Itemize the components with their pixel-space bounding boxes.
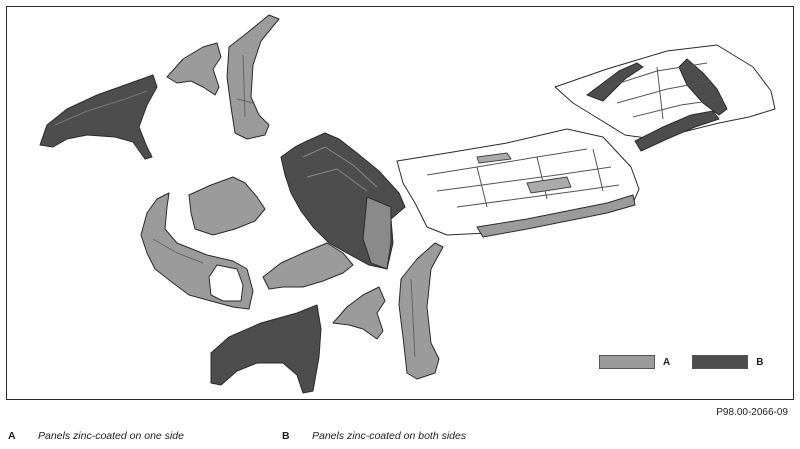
a-pillar-upper (226, 14, 280, 140)
exploded-body-diagram (39, 14, 776, 394)
rear-longmember-dark (678, 58, 728, 116)
a-pillar-lower (398, 242, 444, 380)
rear-floor-panel (554, 44, 776, 140)
caption-a-text: Panels zinc-coated on one side (38, 430, 184, 442)
legend: A B (599, 355, 785, 369)
diagram-frame: A B (6, 6, 794, 400)
legend-swatch-b (692, 355, 749, 369)
headlamp-opening (208, 264, 244, 302)
caption-b-text: Panels zinc-coated on both sides (312, 430, 467, 442)
bracket-lower-small (332, 286, 386, 340)
strut-tower-bracket (262, 242, 354, 290)
front-floor-panel (396, 128, 640, 236)
caption-b-key: B (282, 430, 290, 442)
firewall-grey-face (362, 196, 392, 270)
rear-rail-dark (634, 110, 720, 152)
legend-label-b: B (756, 356, 764, 368)
fender-upper-left (39, 74, 158, 160)
figure-id: P98.00-2066-09 (716, 407, 788, 418)
rear-crossmember-dark (586, 62, 644, 102)
fender-lower (210, 304, 322, 394)
bracket-upper-small (166, 42, 222, 96)
caption-b: B Panels zinc-coated on both sides (282, 430, 466, 442)
floor-sill-strip (476, 194, 636, 238)
legend-label-a: A (663, 356, 671, 368)
legend-swatch-a (599, 355, 655, 369)
engine-bracket (188, 176, 266, 236)
caption-a-key: A (8, 430, 16, 442)
caption-a: A Panels zinc-coated on one side (8, 430, 184, 442)
